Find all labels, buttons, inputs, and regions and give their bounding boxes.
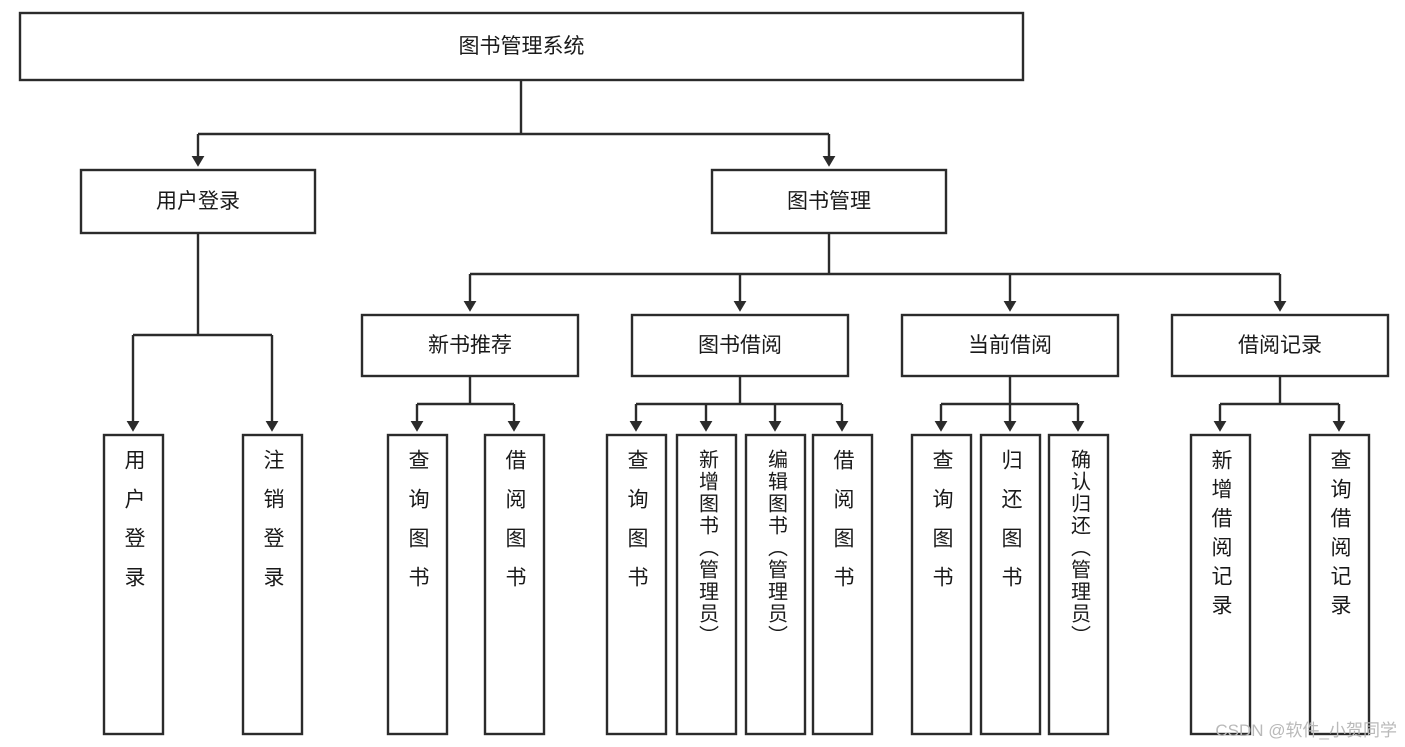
node-box-level3-0[interactable]: [360, 313, 580, 378]
node-box-leaf-3[interactable]: [483, 433, 546, 736]
node-label-当前借阅: 当前借阅: [968, 334, 1052, 357]
node-label-图书管理系统: 图书管理系统: [459, 35, 585, 58]
node-box-level3-3[interactable]: [1170, 313, 1390, 378]
csdn-watermark: CSDN @软件_小贺同学: [1215, 721, 1397, 740]
node-box-leaf-0[interactable]: [102, 433, 165, 736]
node-label-图书借阅: 图书借阅: [698, 334, 782, 357]
node-box-leaf-7[interactable]: [811, 433, 874, 736]
node-label-图书管理: 图书管理: [787, 190, 871, 213]
node-box-layer: [18, 11, 1390, 736]
node-box-root-0[interactable]: [18, 11, 1025, 82]
node-label-新书推荐: 新书推荐: [428, 334, 512, 357]
node-box-leaf-12[interactable]: [1308, 433, 1371, 736]
connector-layer: [126, 80, 1346, 432]
node-box-level3-2[interactable]: [900, 313, 1120, 378]
node-label-用户登录: 用户登录: [156, 190, 240, 213]
node-box-leaf-1[interactable]: [241, 433, 304, 736]
node-box-leaf-8[interactable]: [910, 433, 973, 736]
node-box-level2-0[interactable]: [79, 168, 317, 235]
node-box-leaf-11[interactable]: [1189, 433, 1252, 736]
node-box-level3-1[interactable]: [630, 313, 850, 378]
node-box-leaf-4[interactable]: [605, 433, 668, 736]
node-box-leaf-6[interactable]: [744, 433, 807, 736]
node-box-level2-1[interactable]: [710, 168, 948, 235]
node-box-leaf-5[interactable]: [675, 433, 738, 736]
node-box-leaf-9[interactable]: [979, 433, 1042, 736]
node-box-leaf-2[interactable]: [386, 433, 449, 736]
node-label-借阅记录: 借阅记录: [1238, 334, 1322, 357]
node-box-leaf-10[interactable]: [1047, 433, 1110, 736]
